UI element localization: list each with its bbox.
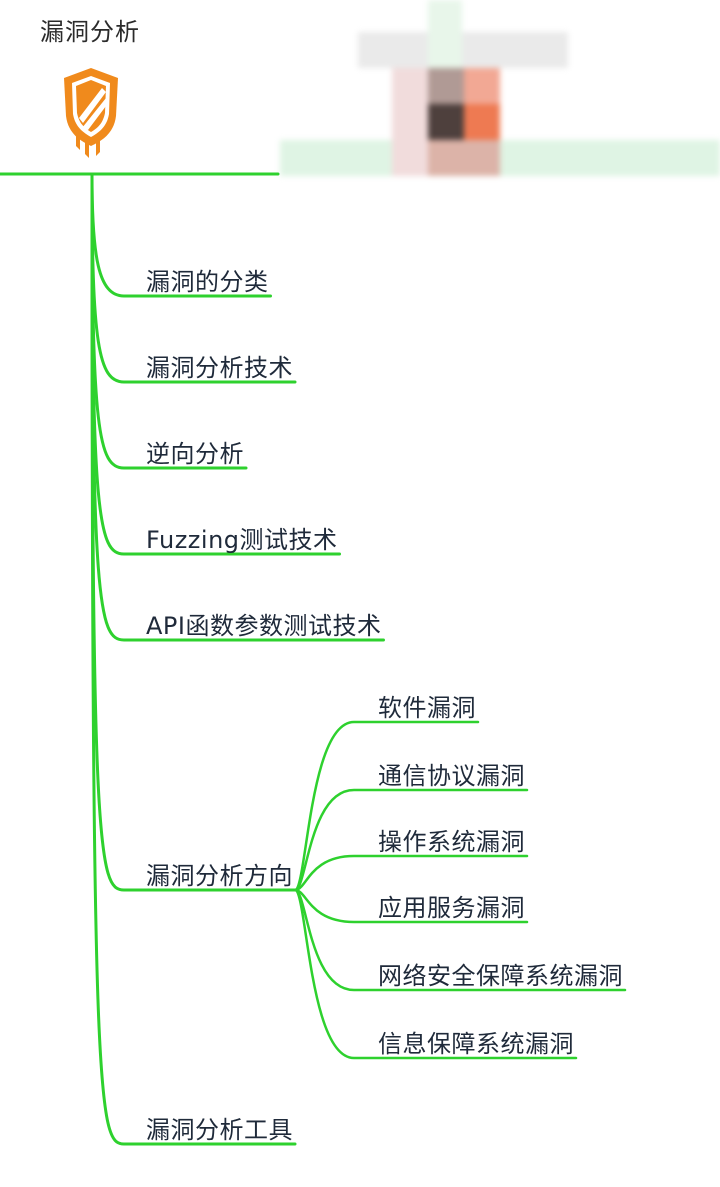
sub-branch-label: 软件漏洞 — [378, 694, 476, 722]
branch-label: 逆向分析 — [146, 440, 244, 468]
mindmap-root-title: 漏洞分析 — [40, 18, 140, 46]
sub-branch-label: 通信协议漏洞 — [378, 762, 525, 790]
branch-label: 漏洞分析工具 — [146, 1116, 293, 1144]
branch-connector — [90, 172, 297, 1146]
branch-connector — [90, 172, 248, 470]
branch-label: 漏洞分析技术 — [146, 354, 293, 382]
sub-branch-label: 操作系统漏洞 — [378, 828, 525, 856]
sub-branch-connector — [293, 788, 529, 892]
sub-branch-connector — [293, 888, 578, 1060]
branch-label: 漏洞分析方向 — [146, 862, 293, 890]
branch-label: API函数参数测试技术 — [146, 612, 382, 640]
branch-label: 漏洞的分类 — [146, 268, 269, 296]
sub-branch-label: 应用服务漏洞 — [378, 894, 525, 922]
sub-branch-connector — [293, 854, 529, 892]
sub-branch-label: 信息保障系统漏洞 — [378, 1030, 574, 1058]
branch-connector — [90, 172, 385, 642]
blurred-photo — [280, 0, 720, 176]
shield-meltdown-icon — [64, 68, 118, 158]
sub-branch-connector — [293, 888, 529, 924]
branch-label: Fuzzing测试技术 — [146, 526, 338, 554]
sub-branch-label: 网络安全保障系统漏洞 — [378, 962, 623, 990]
